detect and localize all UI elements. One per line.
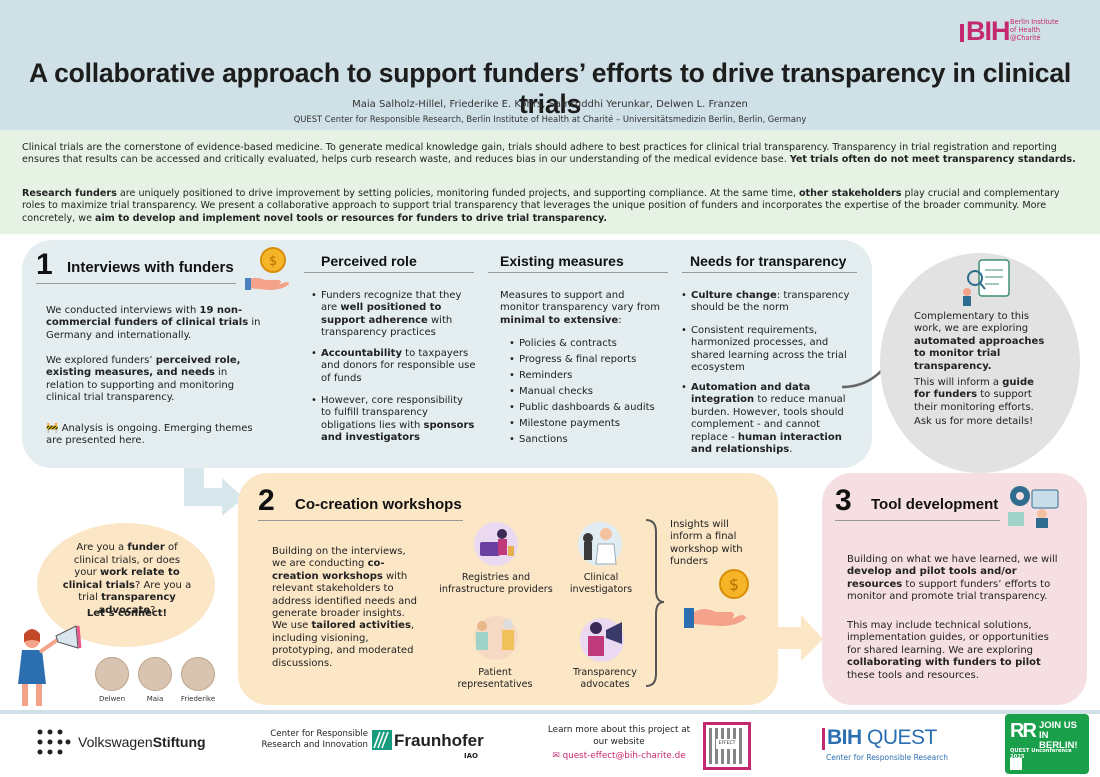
page-title: A collaborative approach to support fund… [28,58,1072,119]
circle-text-1: Complementary to this work, we are explo… [914,311,1045,372]
role-bullet-1: Funders recognize that they are well pos… [311,290,476,340]
measure-item: Sanctions [509,434,568,447]
section-2-number: 2 [258,484,275,517]
measure-item: Milestone payments [509,418,620,431]
section-1-text-1: We conducted interviews with 19 non-comm… [46,305,261,341]
section-workshops [238,473,778,705]
transparency-advocates-icon [580,618,624,662]
section-3-title: Tool development [871,496,999,513]
bih-quest-sub: Center for Responsible Research [826,753,949,762]
person-name: Friederike [180,695,216,703]
measure-item: Manual checks [509,386,593,399]
mail-icon: ✉ [552,751,560,761]
section-1-number: 1 [36,248,53,281]
iao-label: IAO [464,752,478,760]
person-name: Maia [146,695,164,703]
needs-bullet-2: Consistent requirements, harmonized proc… [681,325,861,375]
clinical-investigator-icon [578,522,622,566]
stakeholder-patients: Patient representatives [457,667,533,691]
patient-representatives-icon [474,616,518,660]
megaphone-person-icon [18,625,82,706]
stakeholder-investigators: Clinical investigators [569,572,633,596]
volkswagen-stiftung-logo: VolkswagenStiftung [78,734,206,750]
brace-icon [645,519,665,687]
section-3-number: 3 [835,484,852,517]
section-1-title: Interviews with funders [67,259,234,276]
fraunhofer-logo: Fraunhofer [394,731,484,750]
measure-item: Progress & final reports [509,354,636,367]
needs-bullet-1: Culture change: transparency should be t… [681,290,861,315]
coin-hand-icon: $ [684,569,749,628]
registries-icon [474,522,518,566]
header-band [0,0,1100,130]
affiliation: QUEST Center for Responsible Research, B… [293,114,807,124]
fraunhofer-logo-icon [372,730,392,750]
flow-arrow-icon [775,615,823,661]
avatar [95,657,129,691]
learn-more-text: Learn more about this project at our web… [547,725,691,747]
section-3-text-1: Building on what we have learned, we wil… [847,554,1058,603]
section-2-title: Co-creation workshops [295,496,462,513]
insights-text: Insights will inform a final workshop wi… [670,519,743,568]
measure-item: Reminders [509,370,572,383]
intro-paragraph-1: Clinical trials are the cornerstone of e… [22,142,1076,166]
coin-hand-icon: $ [245,247,289,290]
qr-code[interactable]: EFFECT [703,722,751,770]
measures-intro: Measures to support and monitor transpar… [500,290,660,326]
needs-bullet-3: Automation and data integration to reduc… [681,382,856,456]
authors: Maia Salholz-Hillel, Friederike E. Kohrs… [352,99,748,110]
bih-quest-bar [822,728,825,750]
person-name: Delwen [98,695,126,703]
flow-arrow-icon [184,468,244,516]
email-link[interactable]: ✉ quest-effect@bih-charite.de [552,751,686,761]
svg-text:$: $ [729,575,739,594]
stakeholder-registries: Registries and infrastructure providers [439,572,553,596]
intro-panel: Clinical trials are the cornerstone of e… [0,130,1100,234]
role-bullet-3: However, core responsibility to fulfill … [311,395,476,445]
monitoring-illustration-icon [963,259,1010,306]
measure-item: Public dashboards & audits [509,402,655,415]
connect-label: Let’s connect! [86,608,168,619]
crr-label: Center for Responsible Research and Inno… [261,729,368,750]
role-bullet-2: Accountability to taxpayers and donors f… [311,348,476,385]
tool-development-icon [1008,486,1059,528]
section-3-text-2: This may include technical solutions, im… [847,620,1049,681]
bubble-text: Are you a funder of clinical trials, or … [62,542,192,616]
stakeholder-advocates: Transparency advocates [573,667,637,691]
svg-text:$: $ [269,254,277,269]
section-1-text-2: We explored funders’ perceived role, exi… [46,355,241,404]
bih-quest-logo: BIH QUEST [827,726,937,749]
existing-measures-title: Existing measures [500,253,624,269]
circle-text-2: This will inform a guide for funders to … [914,377,1034,413]
section-2-text: Building on the interviews, we are condu… [272,546,417,669]
footer-divider [0,710,1100,714]
avatar [138,657,172,691]
needs-title: Needs for transparency [690,253,847,269]
perceived-role-title: Perceived role [321,253,417,269]
volkswagen-stiftung-logo-icon [37,729,71,755]
connect-bubble [37,523,215,647]
avatar [181,657,215,691]
circle-text-3: Ask us for more details! [914,416,1034,427]
measure-item: Policies & contracts [509,338,617,351]
intro-paragraph-2: Research funders are uniquely positioned… [22,188,1060,224]
section-1-text-3: 🚧 Analysis is ongoing. Emerging themes a… [46,423,253,447]
